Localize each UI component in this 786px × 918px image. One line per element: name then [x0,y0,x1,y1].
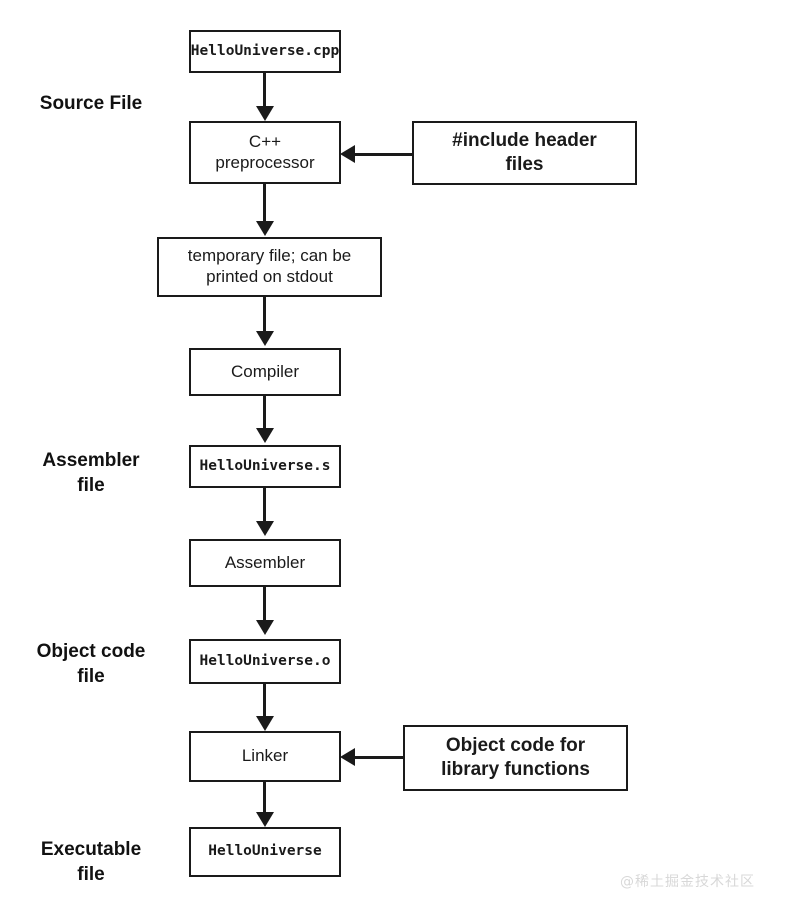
node-object-code-library[interactable]: Object code for library functions [403,725,628,791]
connector-hellouniverse-s-to-assembler [263,488,266,522]
node-compiler[interactable]: Compiler [189,348,341,396]
node-label: HelloUniverse.o [199,652,331,669]
node-cpp-preprocessor[interactable]: C++ preprocessor [189,121,341,184]
connector-temporary-file-to-compiler [263,296,266,334]
connector-library-to-linker [352,755,405,759]
node-hellouniverse-o[interactable]: HelloUniverse.o [189,639,341,684]
arrowhead-hellouniverse-o-to-linker [255,716,274,731]
connector-include-to-preprocessor [352,152,414,156]
watermark: @稀土掘金技术社区 [620,874,755,890]
node-include-header-files[interactable]: #include header files [412,121,637,185]
node-label: Compiler [230,361,300,381]
arrowhead-include-to-preprocessor [340,145,355,163]
arrowhead-assembler-to-hellouniverse-o [255,620,274,635]
arrowhead-temporary-file-to-compiler [255,331,274,346]
stage-label-source-file: Source File [39,93,143,114]
node-label: #include header files [452,129,597,175]
connector-cpp-to-preprocessor [263,72,266,110]
connector-preprocessor-to-temporary-file [263,184,266,224]
arrowhead-hellouniverse-s-to-assembler [255,521,274,536]
connector-hellouniverse-o-to-linker [263,684,266,718]
stage-label-object-code-file: Object code file [36,641,146,687]
node-label: HelloUniverse [208,843,322,860]
node-linker[interactable]: Linker [189,731,341,782]
node-label: C++ preprocessor [215,131,315,172]
node-hellouniverse-s[interactable]: HelloUniverse.s [189,445,341,488]
stage-label-executable-file: Executable file [40,839,142,885]
node-label: Assembler [224,552,306,572]
arrowhead-cpp-to-preprocessor [255,106,274,121]
arrowhead-preprocessor-to-temporary-file [255,221,274,236]
node-hellouniverse[interactable]: HelloUniverse [189,827,341,877]
arrowhead-compiler-to-hellouniverse-s [255,428,274,443]
arrowhead-library-to-linker [340,748,355,766]
arrowhead-linker-to-hellouniverse [255,812,274,827]
connector-compiler-to-hellouniverse-s [263,396,266,430]
node-label: temporary file; can be printed on stdout [187,246,352,286]
stage-label-assembler-file: Assembler file [42,450,140,496]
node-label: HelloUniverse.s [199,457,331,474]
node-hellouniverse-cpp[interactable]: HelloUniverse.cpp [189,30,341,73]
node-temporary-file[interactable]: temporary file; can be printed on stdout [157,237,382,297]
node-assembler[interactable]: Assembler [189,539,341,587]
node-label: Object code for library functions [441,734,590,780]
connector-linker-to-hellouniverse [263,782,266,814]
node-label: HelloUniverse.cpp [190,42,340,59]
node-label: Linker [241,746,289,766]
connector-assembler-to-hellouniverse-o [263,587,266,621]
